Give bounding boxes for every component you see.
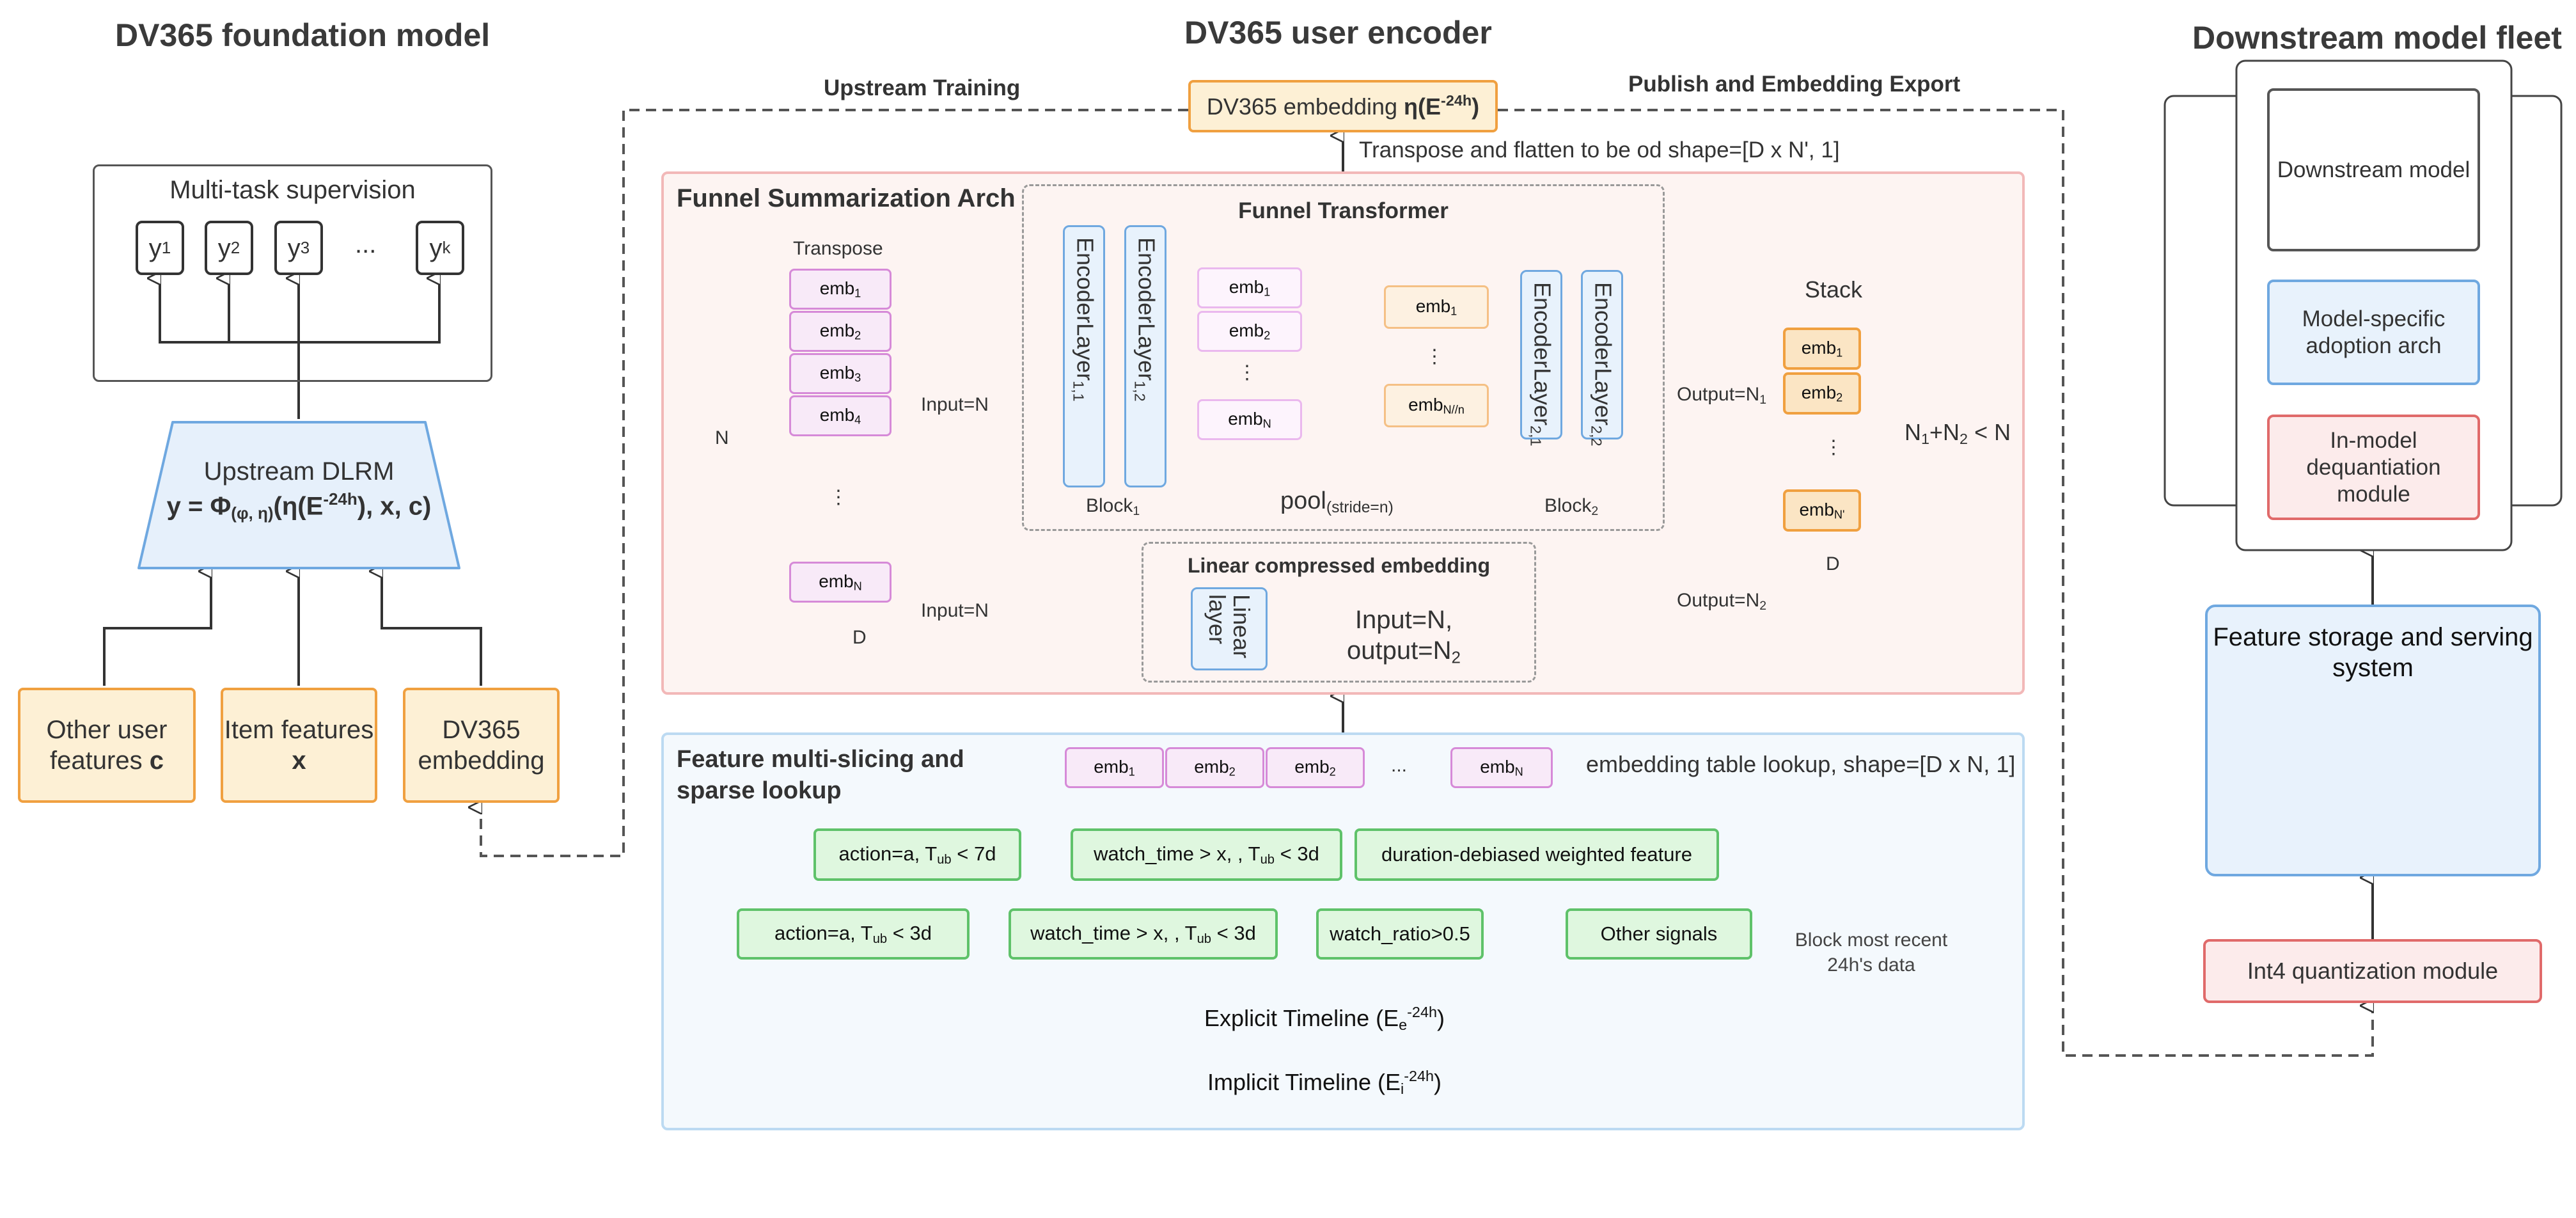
- input-emb-4: emb4: [789, 395, 891, 436]
- encoder-layer-2-1: EncoderLayer2,1: [1520, 270, 1562, 447]
- dlrm-trapezoid: [137, 421, 460, 569]
- lookup-emb-2a: emb2: [1165, 747, 1264, 788]
- publish-export-label: Publish and Embedding Export: [1628, 72, 1961, 97]
- dequant-module-node: In-model dequantiation module: [2267, 415, 2480, 520]
- transpose-flatten-label: Transpose and flatten to be od shape=[D …: [1359, 138, 1840, 162]
- dlrm-input-connectors: [103, 571, 482, 686]
- stack-emb-2: emb2: [1783, 372, 1861, 415]
- encoder-title: DV365 user encoder: [1184, 15, 1492, 51]
- int4-quant-node: Int4 quantization module: [2203, 939, 2542, 1003]
- upstream-training-label: Upstream Training: [824, 75, 1021, 100]
- mid-emb-ellipsis: ⋮: [1237, 362, 1257, 383]
- pooled-emb-n: embN//n: [1384, 384, 1489, 427]
- linear-io-label: Input=N, output=N2: [1347, 606, 1461, 667]
- target-ellipsis: ...: [355, 230, 377, 258]
- input-emb-ellipsis: ⋮: [829, 487, 848, 508]
- lookup-emb-ellipsis: ...: [1391, 755, 1408, 776]
- input-top-label: Input=N: [921, 394, 989, 415]
- funnel-summarization-title: Funnel Summarization Arch: [677, 184, 1016, 212]
- stack-d-label: D: [1826, 553, 1840, 574]
- slice-watch-time-top: watch_time > x, , Tub < 3d: [1071, 828, 1342, 881]
- slice-action-7d: action=a, Tub < 7d: [813, 828, 1021, 881]
- n-label: N: [715, 427, 729, 448]
- constraint-label: N1+N2 < N: [1905, 419, 2011, 447]
- input-emb-2: emb2: [789, 311, 891, 352]
- dashed-flow-lines: [481, 109, 2373, 1057]
- pooled-emb-ellipsis: ⋮: [1425, 346, 1444, 367]
- stack-label: Stack: [1805, 276, 1863, 303]
- mid-emb-1: emb1: [1197, 267, 1302, 308]
- slice-action-3d: action=a, Tub < 3d: [737, 908, 970, 960]
- stack-emb-nprime: embN': [1783, 489, 1861, 532]
- input-emb-1: emb1: [789, 269, 891, 310]
- lookup-emb-n: embN: [1450, 747, 1553, 788]
- explicit-timeline-label: Explicit Timeline (Ee-24h): [1204, 1004, 1445, 1033]
- dv365-embedding-output-node: DV365 embedding η(E-24h): [1188, 80, 1498, 132]
- mid-emb-n: embN: [1197, 399, 1302, 440]
- encoder-layer-1-2: EncoderLayer1,2: [1124, 225, 1166, 487]
- encoder-layer-2-2: EncoderLayer2,2: [1581, 270, 1623, 447]
- linear-compressed-title: Linear compressed embedding: [1187, 554, 1490, 577]
- funnel-transformer-title: Funnel Transformer: [1238, 198, 1449, 223]
- feature-storage-panel: [2205, 605, 2541, 876]
- dlrm-formula: y = Φ(φ, η)(η(E-24h), x, c): [166, 489, 432, 523]
- lookup-label: embedding table lookup, shape=[D x N, 1]: [1586, 751, 2016, 777]
- pooled-emb-1: emb1: [1384, 285, 1489, 329]
- block2-label: Block2: [1544, 495, 1599, 518]
- pool-label: pool(stride=n): [1280, 487, 1394, 517]
- output-bottom-label: Output=N2: [1677, 590, 1767, 613]
- dv365-embedding-input-node: DV365 embedding: [403, 688, 560, 803]
- foundation-title: DV365 foundation model: [115, 17, 491, 53]
- block-recent-label: Block most recent 24h's data: [1795, 929, 1948, 976]
- fleet-title: Downstream model fleet: [2192, 20, 2562, 56]
- slice-other-signals: Other signals: [1566, 908, 1752, 960]
- other-user-features-node: Other user features c: [18, 688, 196, 803]
- item-features-node: Item features x: [221, 688, 377, 803]
- linear-layer-node: Linear layer: [1191, 587, 1268, 670]
- stack-emb-ellipsis: ⋮: [1824, 437, 1843, 458]
- d-label: D: [852, 627, 867, 648]
- output-top-label: Output=N1: [1677, 384, 1767, 407]
- supervision-title: Multi-task supervision: [169, 176, 416, 204]
- block1-label: Block1: [1086, 495, 1140, 518]
- stack-emb-1: emb1: [1783, 328, 1861, 370]
- slice-watch-ratio: watch_ratio>0.5: [1316, 908, 1484, 960]
- supervision-box: [93, 164, 492, 382]
- encoder-layer-1-1: EncoderLayer1,1: [1063, 225, 1105, 487]
- slice-duration-debiased: duration-debiased weighted feature: [1355, 828, 1719, 881]
- feature-storage-label: Feature storage and serving system: [2213, 623, 2533, 682]
- adoption-arch-node: Model-specific adoption arch: [2267, 280, 2480, 385]
- input-bottom-label: Input=N: [921, 600, 989, 621]
- input-emb-n: embN: [789, 562, 891, 603]
- implicit-timeline-label: Implicit Timeline (Ei-24h): [1207, 1068, 1442, 1097]
- funnel-transformer-box: [1022, 184, 1665, 531]
- transpose-label: Transpose: [793, 238, 883, 259]
- input-emb-3: emb3: [789, 353, 891, 394]
- linear-compressed-box: [1142, 542, 1536, 683]
- lookup-emb-1: emb1: [1065, 747, 1164, 788]
- mid-emb-2: emb2: [1197, 311, 1302, 352]
- feature-slicing-title: Feature multi-slicing and sparse lookup: [677, 746, 964, 805]
- downstream-model-node: Downstream model: [2267, 88, 2480, 251]
- dlrm-title: Upstream DLRM: [203, 457, 395, 486]
- lookup-emb-2b: emb2: [1266, 747, 1365, 788]
- slice-watch-time-bottom: watch_time > x, , Tub < 3d: [1009, 908, 1278, 960]
